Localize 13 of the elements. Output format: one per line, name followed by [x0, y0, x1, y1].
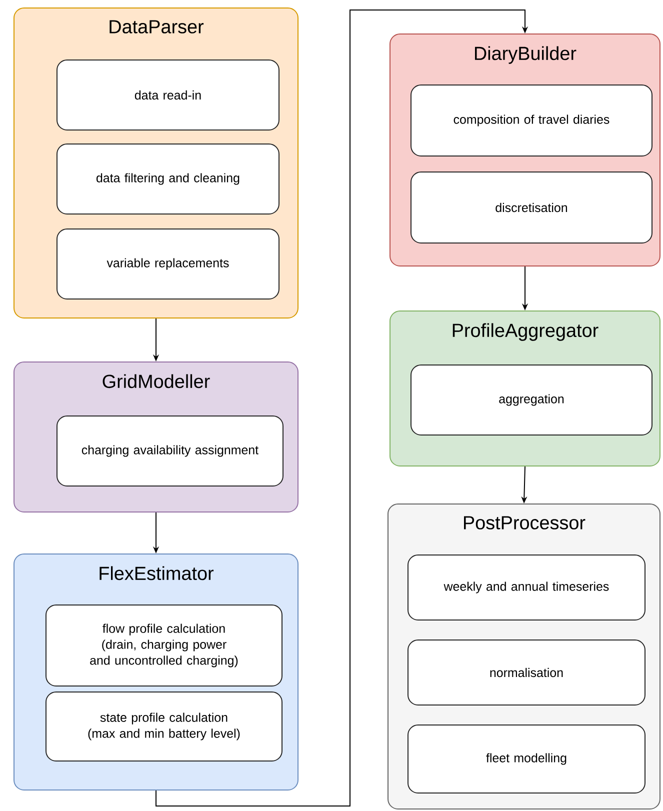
- step-box: fleet modelling: [408, 724, 646, 794]
- step-box: charging availability assignment: [56, 416, 284, 486]
- step-box: flow profile calculation (drain, charging power and uncontrolled charging): [46, 604, 282, 686]
- step-box: data read-in: [56, 60, 280, 130]
- step-box: composition of travel diaries: [410, 84, 652, 156]
- step-box: aggregation: [410, 364, 652, 436]
- step-box: weekly and annual timeseries: [408, 554, 646, 620]
- step-box: discretisation: [410, 172, 652, 244]
- arrow: [156, 10, 528, 806]
- step-box: data filtering and cleaning: [56, 144, 280, 214]
- step-box: normalisation: [408, 640, 646, 706]
- step-box: variable replacements: [56, 228, 280, 300]
- step-box: state profile calculation (max and min battery level): [46, 692, 282, 762]
